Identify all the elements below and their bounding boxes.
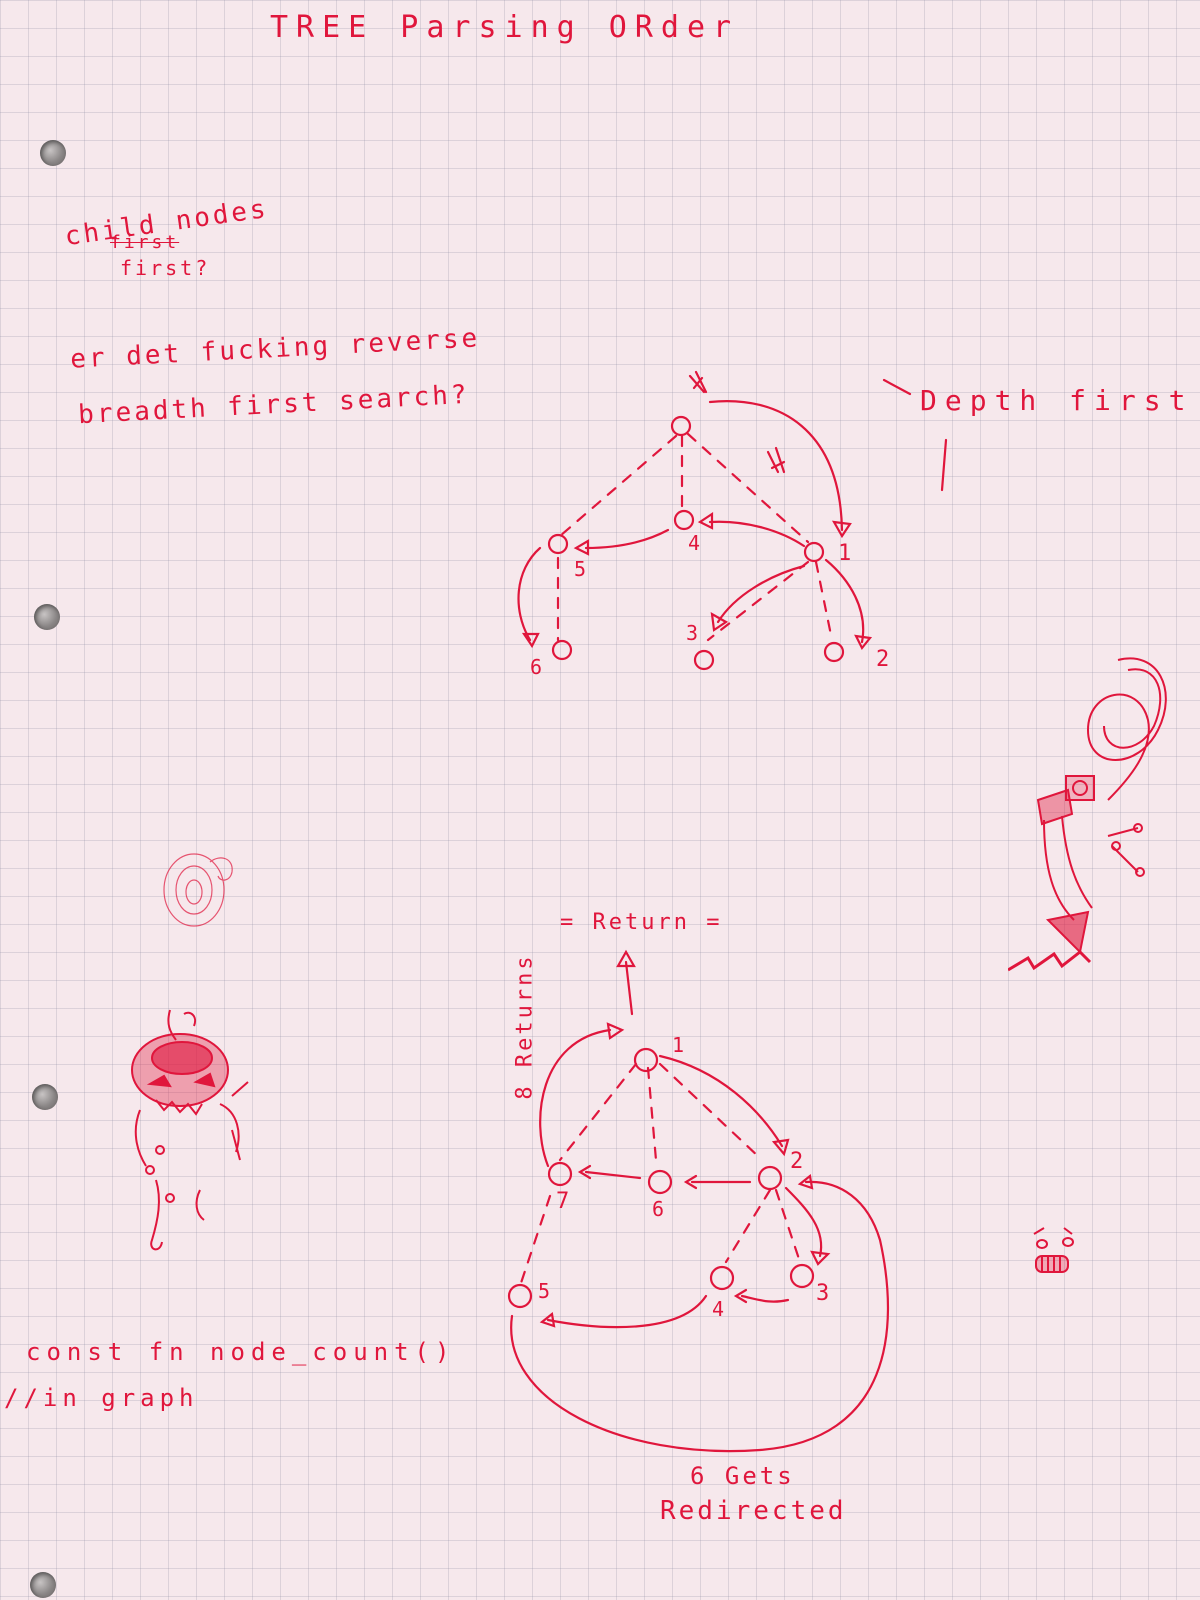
diagram2-node-3 — [789, 1263, 815, 1289]
diagram1-node-2 — [823, 641, 845, 663]
diagram1-label-5: 5 — [574, 557, 586, 581]
snail-doodle — [163, 853, 233, 927]
face-doodle — [1033, 1227, 1074, 1273]
diagram1-node-5 — [547, 533, 569, 555]
diagram1-arrow-4-to-5 — [584, 528, 670, 550]
label-return: = Return = — [560, 910, 723, 935]
diagram2-label-1: 1 — [672, 1033, 684, 1057]
diagram1-arrow-5-to-6 — [517, 546, 542, 642]
diagram1-arrow-root-to-1 — [708, 400, 844, 532]
diagram2-node-7 — [547, 1161, 573, 1187]
diagram1-arrow-1-to-2 — [824, 558, 865, 644]
diagram2-label-5: 5 — [538, 1279, 550, 1303]
diagram2-label-7: 7 — [556, 1189, 569, 1214]
diagram1-label-1: 1 — [838, 541, 851, 566]
diagram2-label-6: 6 — [652, 1197, 664, 1221]
diagram1-arrow-1-to-3 — [716, 564, 806, 624]
label-redirect-line1: 6 Gets — [690, 1462, 795, 1490]
binder-hole — [30, 1572, 56, 1598]
diagram2-arrow-5-to-2-redirect — [510, 1180, 890, 1453]
diagram2-label-4: 4 — [712, 1297, 724, 1321]
diagram1-arrow-1-to-4 — [708, 520, 806, 548]
diagram1-label-4: 4 — [688, 531, 700, 555]
page-title: TREE Parsing ORder — [270, 10, 740, 45]
diagram1-root-node — [670, 415, 692, 437]
binder-hole — [40, 140, 66, 166]
diagram2-node-2 — [757, 1165, 783, 1191]
diagram1-node-3 — [693, 649, 715, 671]
diagram2-label-3: 3 — [816, 1281, 829, 1306]
diagram2-arrow-1-to-2 — [658, 1054, 784, 1148]
diagram2-node-4 — [709, 1265, 735, 1291]
label-redirect-line2: Redirected — [660, 1496, 847, 1526]
note-comment: //in graph — [4, 1384, 199, 1412]
diagram2-arrow-3-to-4 — [740, 1294, 790, 1303]
diagram2-arrow-2-to-3 — [784, 1186, 823, 1258]
diagram1-node-4 — [673, 509, 695, 531]
diagram1-node-6 — [551, 639, 573, 661]
pumpkin-head-doodle — [131, 1009, 249, 1251]
diagram2-arrow-6-to-7 — [584, 1170, 642, 1180]
diagram1-label-3: 3 — [686, 621, 698, 645]
binder-hole — [34, 604, 60, 630]
note-const-fn: const fn node_count() — [26, 1338, 456, 1366]
diagram1-label-6: 6 — [530, 655, 542, 679]
diagram2-label-2: 2 — [790, 1149, 803, 1174]
diagram2-arrow-4-to-5 — [546, 1294, 708, 1329]
binder-hole — [32, 1084, 58, 1110]
diagram1-label-2: 2 — [876, 647, 889, 672]
note-depth-first: Depth first — [920, 384, 1194, 417]
diagram2-node-1 — [633, 1047, 659, 1073]
diagram2-node-5 — [507, 1283, 533, 1309]
diagram2-arrow-7-to-1 — [539, 1028, 612, 1168]
note-first-question: first? — [120, 256, 211, 280]
diagram1-node-1 — [803, 541, 825, 563]
robot-arm-doodle — [1008, 657, 1167, 972]
note-struck-word: first — [110, 232, 180, 253]
diagram2-node-6 — [647, 1169, 673, 1195]
